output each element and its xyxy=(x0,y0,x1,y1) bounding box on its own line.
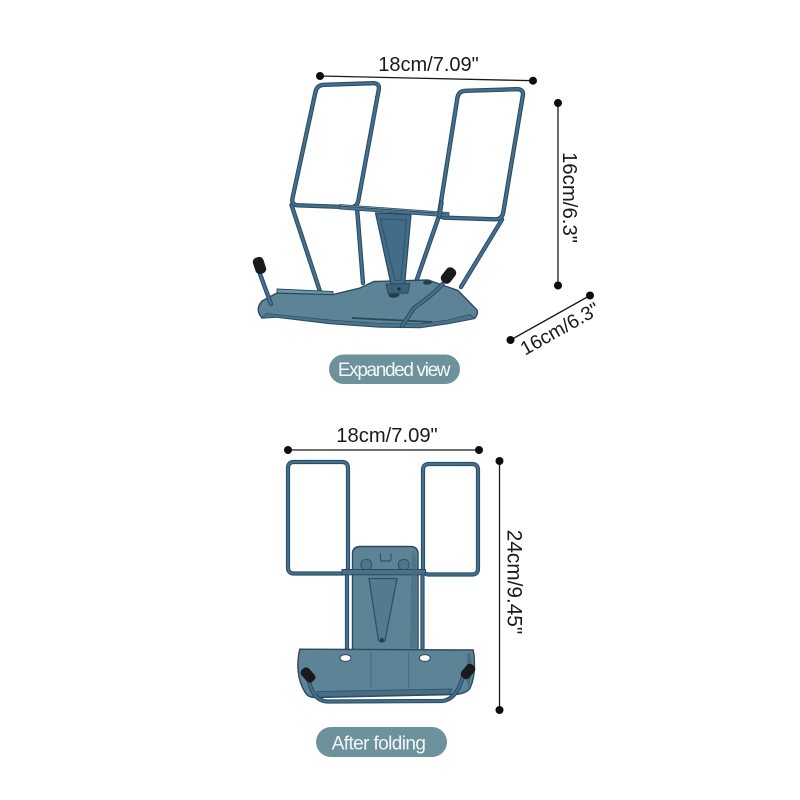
svg-text:18cm/7.09": 18cm/7.09" xyxy=(336,425,437,447)
svg-text:24cm/9.45": 24cm/9.45" xyxy=(503,530,526,635)
svg-text:16cm/6.3": 16cm/6.3" xyxy=(558,152,580,243)
svg-text:After folding: After folding xyxy=(332,734,426,755)
svg-text:Expanded view: Expanded view xyxy=(338,360,451,381)
svg-text:18cm/7.09": 18cm/7.09" xyxy=(378,54,479,76)
